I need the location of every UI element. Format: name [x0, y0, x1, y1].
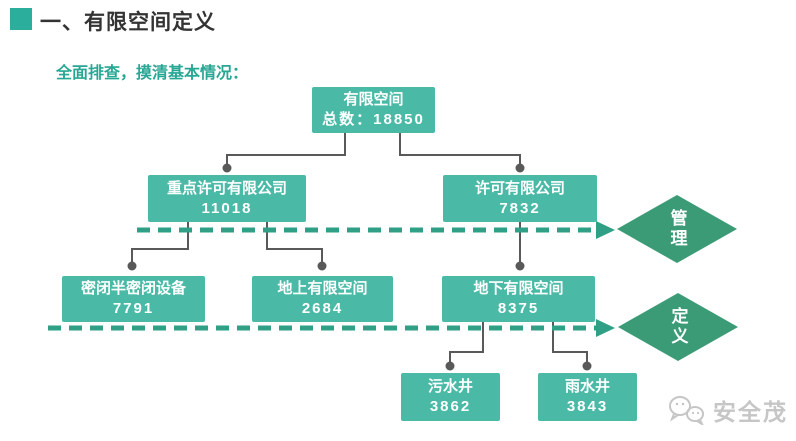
node-label: 有限空间 [343, 91, 404, 108]
tree-connectors [131, 133, 588, 362]
subtitle: 全面排查，摸清基本情况： [56, 65, 249, 82]
node-sewage-well: 污水井 3862 [401, 373, 500, 421]
node-label: 重点许可有限公司 [166, 179, 287, 197]
node-label: 许可有限公司 [474, 179, 565, 197]
node-value: 11018 [201, 199, 253, 217]
node-licensed-company: 许可有限公司 7832 [443, 175, 597, 222]
node-rain-well: 雨水井 3843 [538, 373, 637, 421]
title-bullet-square-icon [10, 8, 32, 30]
wechat-bubbles-icon [669, 396, 704, 425]
watermark: 安全茂 [667, 393, 788, 427]
node-label: 污水井 [427, 378, 473, 395]
diamond-definition: 定义 [618, 293, 738, 361]
node-value: 8375 [497, 300, 540, 317]
node-above-ground-space: 地上有限空间 2684 [252, 276, 393, 322]
node-value: 总数：18850 [322, 111, 425, 128]
arrowhead-management-icon [596, 221, 615, 239]
node-enclosed-equipment: 密闭半密闭设备 7791 [62, 276, 205, 322]
node-label: 雨水井 [564, 378, 610, 395]
node-value: 2684 [301, 300, 344, 317]
node-label: 地上有限空间 [277, 280, 368, 297]
node-label: 地下有限空间 [473, 280, 564, 297]
node-value: 7791 [112, 300, 155, 317]
watermark-brand-text: 安全茂 [713, 399, 788, 425]
page-title: 一、有限空间定义 [40, 11, 216, 34]
node-underground-space: 地下有限空间 8375 [442, 276, 595, 322]
node-label: 密闭半密闭设备 [80, 280, 186, 297]
node-value: 3843 [566, 398, 609, 415]
node-value: 7832 [499, 199, 541, 217]
diamond-label: 管理 [667, 209, 687, 249]
diamond-management: 管理 [617, 195, 737, 263]
node-key-licensed-company: 重点许可有限公司 11018 [148, 175, 306, 222]
diamond-label: 定义 [668, 307, 688, 347]
arrowhead-definition-icon [596, 319, 615, 337]
node-total-limited-space: 有限空间 总数：18850 [312, 87, 435, 133]
node-value: 3862 [429, 398, 472, 415]
